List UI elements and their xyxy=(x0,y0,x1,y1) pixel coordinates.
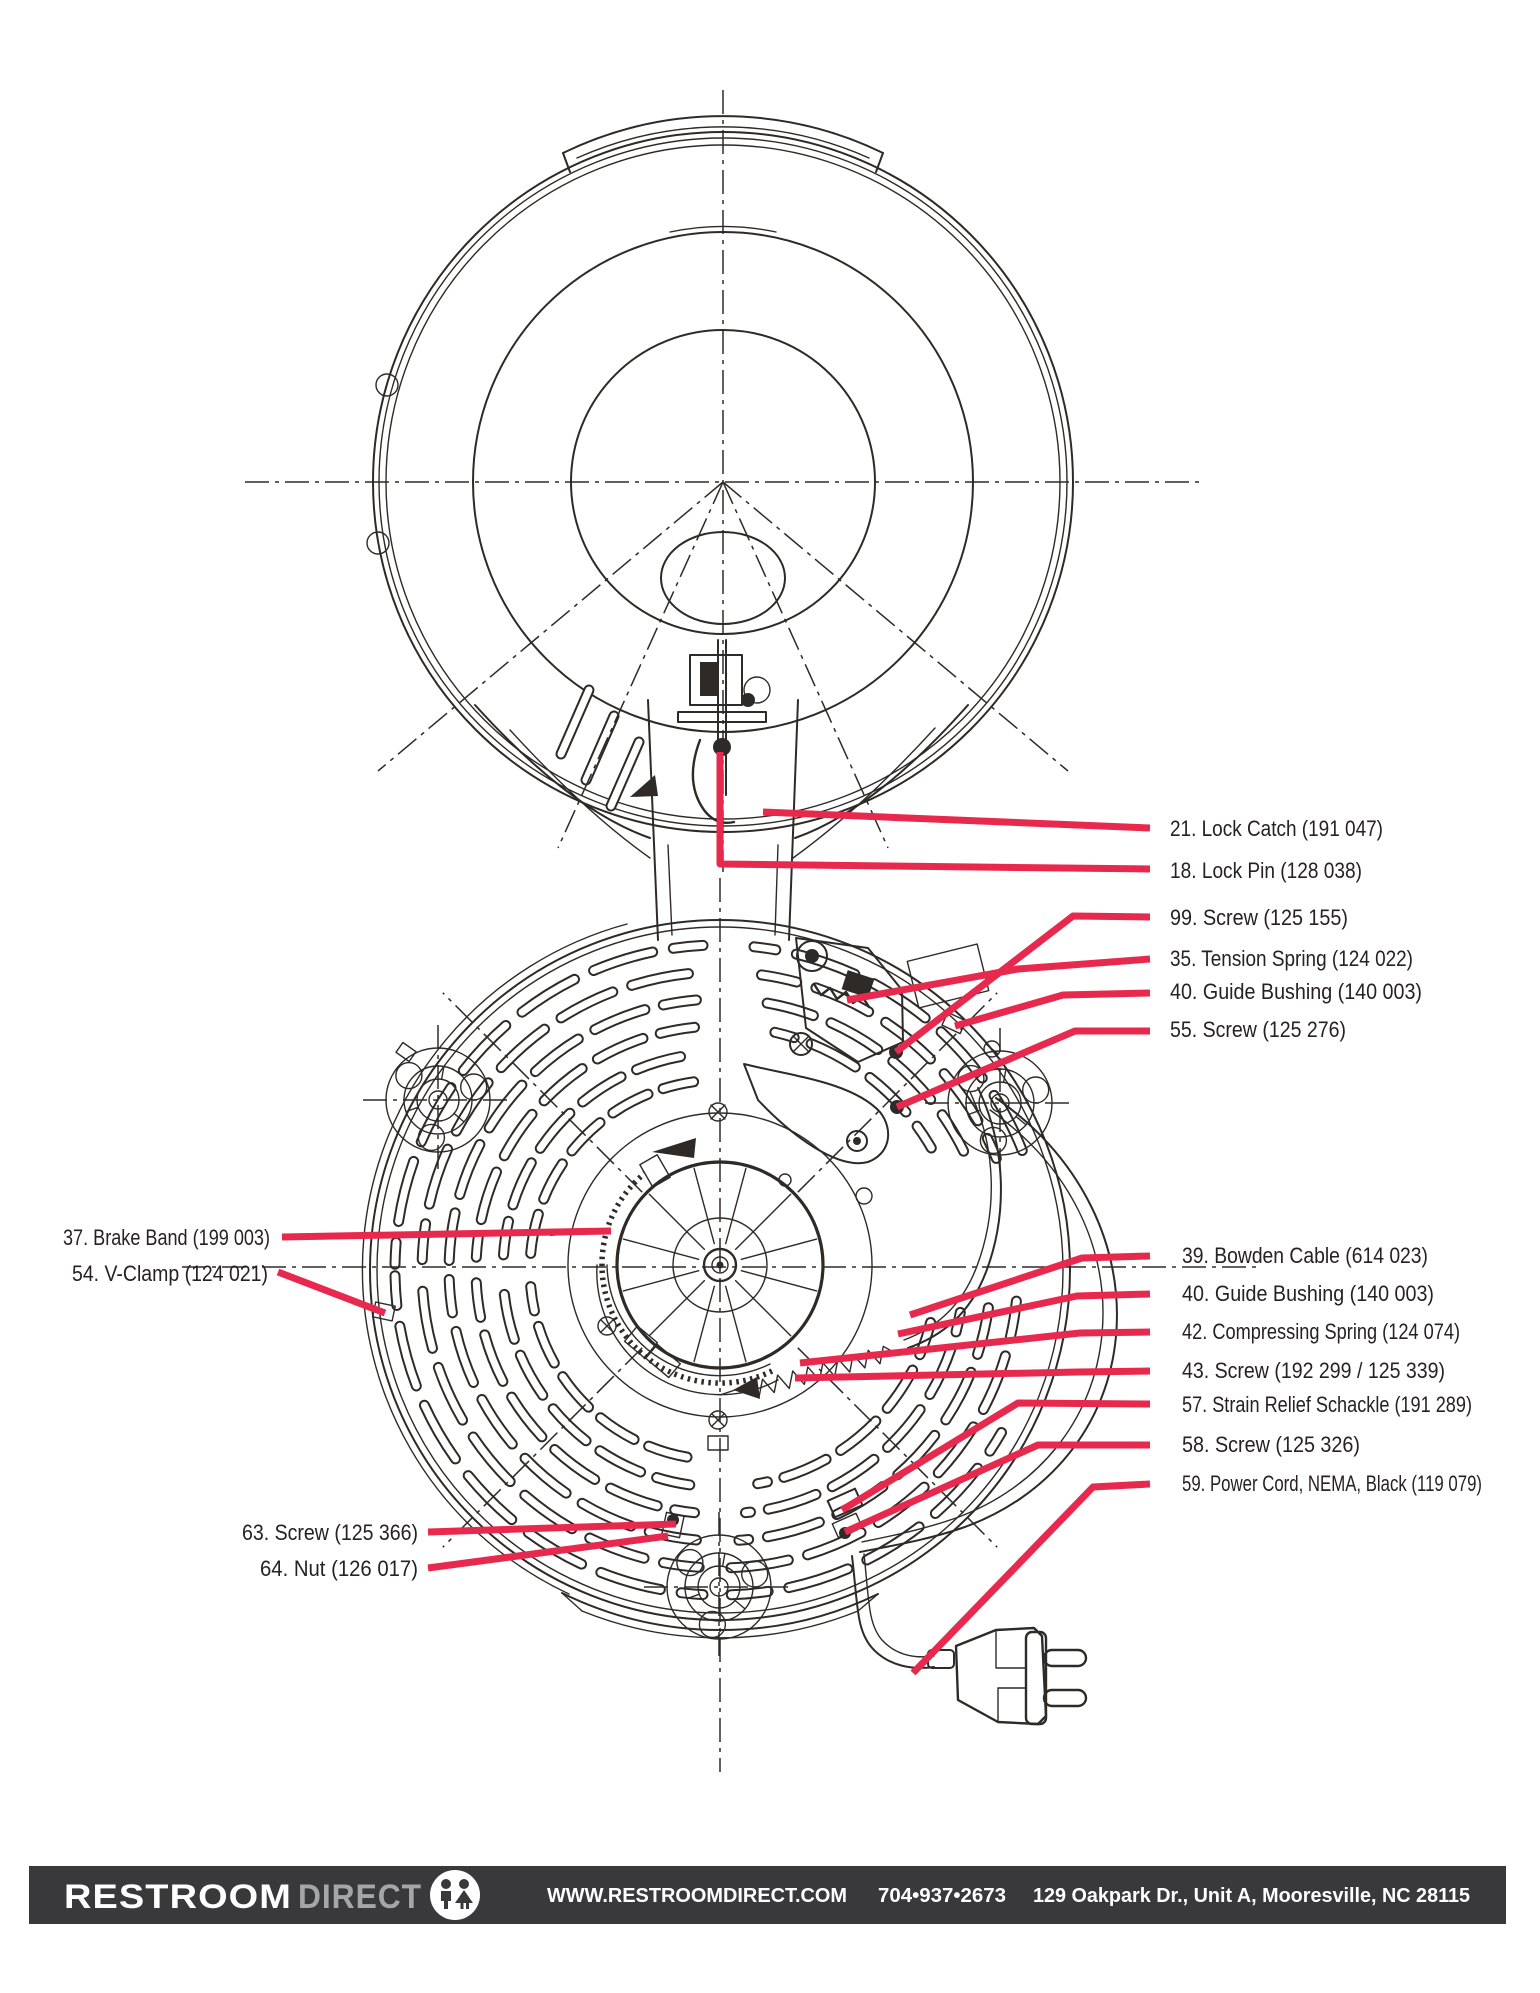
brand-direct: DIRECT xyxy=(298,1878,422,1916)
leader-99 xyxy=(893,912,1151,1055)
leader-54 xyxy=(276,1268,387,1317)
leader-64 xyxy=(427,1532,669,1572)
part-label-63: 63. Screw (125 366) xyxy=(242,1520,418,1545)
part-label-55: 55. Screw (125 276) xyxy=(1170,1017,1346,1042)
leader-35 xyxy=(846,955,1151,1004)
leader-39 xyxy=(908,1252,1151,1319)
leader-59 xyxy=(910,1480,1151,1676)
leader-43 xyxy=(794,1367,1151,1382)
part-label-64: 64. Nut (126 017) xyxy=(260,1556,418,1581)
footer-phone: 704•937•2673 xyxy=(878,1885,1006,1907)
part-label-54: 54. V-Clamp (124 021) xyxy=(72,1261,268,1286)
part-label-40b: 40. Guide Bushing (140 003) xyxy=(1182,1281,1434,1306)
part-label-57: 57. Strain Relief Schackle (191 289) xyxy=(1182,1392,1472,1417)
part-label-43: 43. Screw (192 299 / 125 339) xyxy=(1182,1358,1445,1383)
leader-63 xyxy=(427,1520,677,1536)
footer-address: 129 Oakpark Dr., Unit A, Mooresville, NC… xyxy=(1033,1885,1470,1907)
part-label-37: 37. Brake Band (199 003) xyxy=(63,1225,270,1250)
footer-bar: RESTROOM DIRECT WWW.RESTROOMDIRECT.COM 7… xyxy=(29,1866,1506,1924)
leader-40a xyxy=(954,989,1151,1030)
leader-55 xyxy=(895,1027,1150,1111)
part-labels: 21. Lock Catch (191 047) 18. Lock Pin (1… xyxy=(63,816,1482,1581)
part-label-42: 42. Compressing Spring (124 074) xyxy=(1182,1319,1460,1344)
footer-website: WWW.RESTROOMDIRECT.COM xyxy=(547,1885,847,1907)
part-label-58: 58. Screw (125 326) xyxy=(1182,1432,1360,1457)
brand-logo: RESTROOM DIRECT xyxy=(64,1878,422,1916)
leader-42 xyxy=(799,1328,1151,1367)
leader-18 xyxy=(716,752,1151,873)
leader-21 xyxy=(762,808,1151,832)
part-label-99: 99. Screw (125 155) xyxy=(1170,905,1348,930)
part-label-18: 18. Lock Pin (128 038) xyxy=(1170,858,1362,883)
part-label-59: 59. Power Cord, NEMA, Black (119 079) xyxy=(1182,1471,1482,1496)
hand-dryer-cover-drawing xyxy=(245,90,1205,941)
leader-57 xyxy=(840,1399,1151,1513)
part-label-39: 39. Bowden Cable (614 023) xyxy=(1182,1243,1428,1268)
restroom-icon xyxy=(430,1870,480,1920)
leader-58 xyxy=(843,1441,1150,1536)
part-label-35: 35. Tension Spring (124 022) xyxy=(1170,946,1413,971)
leader-37 xyxy=(281,1227,612,1241)
part-label-21: 21. Lock Catch (191 047) xyxy=(1170,816,1383,841)
hand-dryer-base-drawing xyxy=(182,878,1258,1772)
brand-restroom: RESTROOM xyxy=(64,1878,292,1916)
leader-lines xyxy=(276,752,1151,1676)
part-label-40a: 40. Guide Bushing (140 003) xyxy=(1170,979,1422,1004)
leader-40b xyxy=(897,1290,1151,1338)
